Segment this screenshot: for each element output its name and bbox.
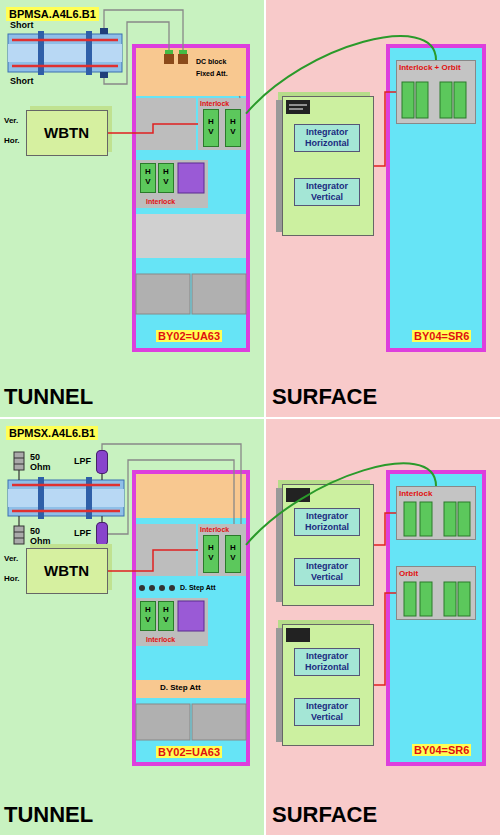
cable-connector — [374, 513, 396, 545]
tunnel-region: TUNNEL BPMSA.A4L6.B1BY02=UA63 DC blockFixe… — [0, 0, 264, 417]
node-text: H V — [158, 601, 174, 631]
attenuator-panel: DC blockFixed Att. — [136, 48, 246, 96]
node-text: Ver. — [4, 116, 18, 125]
node-text: BY04=SR6 — [412, 330, 471, 342]
node-text: WBTN — [44, 124, 89, 141]
pickup-bottom — [8, 477, 124, 519]
node-text: Hor. — [4, 574, 20, 583]
rack: BY04=SR6 Interlock + Orbit — [386, 44, 486, 352]
integrator-card: Integrator HorizontalIntegrator Vertical — [282, 624, 374, 746]
node-text: Hor. — [4, 136, 20, 145]
node-text: Interlock — [399, 489, 432, 498]
cable-connector — [374, 92, 396, 166]
node-text: BPMSX.A4L6.B1 — [6, 426, 98, 440]
node-text: Interlock — [146, 635, 175, 644]
node-text: BY02=UA63 — [156, 330, 222, 342]
lpf-filter: LPF — [96, 522, 108, 546]
node-text: Integrator Horizontal — [294, 508, 360, 536]
node-text: LPF — [74, 528, 91, 538]
device-tag: BPMSX.A4L6.B1 — [6, 423, 98, 441]
node-text: Integrator Vertical — [294, 698, 360, 726]
node-text: WBTN — [44, 562, 89, 579]
label-text: Short — [10, 20, 34, 30]
label-text: D. Step Att — [180, 584, 216, 591]
node-text: TUNNEL — [4, 802, 93, 828]
node-text: DC block — [196, 57, 226, 66]
node-text: LPF — [74, 456, 91, 466]
tunnel-region: TUNNEL BPMSX.A4L6.B1LPF LPF BY02=UA63 Interl… — [0, 419, 264, 835]
node-text: H V — [158, 163, 174, 193]
integrator-card: Integrator HorizontalIntegrator Vertical — [282, 484, 374, 606]
node-text: H V — [203, 535, 219, 573]
node-text: Orbit — [399, 569, 418, 578]
interlock-module: H VH V Interlock — [136, 160, 208, 208]
cable-connector — [246, 463, 436, 544]
rack: BY02=UA63InterlockH VH VH VH VInterlockD… — [132, 470, 250, 766]
receiver-panel: Interlock + Orbit — [396, 60, 476, 124]
node-text: Interlock + Orbit — [399, 63, 461, 72]
cable-connector — [246, 36, 436, 113]
node-text: H V — [140, 163, 156, 193]
surface-region: SURFACEIntegrator HorizontalIntegrator V… — [266, 419, 500, 835]
node-text: Fixed Att. — [196, 69, 228, 78]
step-attenuator: D. Step Att — [136, 680, 246, 698]
receiver-panel: Interlock — [396, 486, 476, 540]
integrator-card: Integrator HorizontalIntegrator Vertical — [282, 96, 374, 236]
node-text: BPMSA.A4L6.B1 — [6, 7, 99, 21]
node-text: Integrator Vertical — [294, 558, 360, 586]
label-text: 50 Ohm — [30, 452, 56, 472]
node-text: TUNNEL — [4, 384, 93, 410]
node-text: H V — [140, 601, 156, 631]
rack: BY04=SR6 InterlockOrbit — [386, 470, 486, 766]
cable-connector — [108, 124, 198, 133]
node-text: Interlock — [200, 99, 229, 108]
receiver-panel: Orbit — [396, 566, 476, 620]
node-text: Interlock — [146, 197, 175, 206]
label-text: Short — [10, 76, 34, 86]
lpf-filter: LPF — [96, 450, 108, 474]
interlock-card: InterlockH V H V — [198, 98, 246, 150]
cable-connector — [108, 550, 198, 571]
node-text: SURFACE — [272, 802, 377, 828]
node-text: Interlock — [200, 525, 229, 534]
node-text: Integrator Horizontal — [294, 648, 360, 676]
pickup-top — [8, 28, 122, 78]
node-text: D. Step Att — [160, 683, 201, 692]
cable-connector — [374, 593, 396, 685]
node-text: Integrator Vertical — [294, 178, 360, 206]
interlock-card: InterlockH V H V — [198, 524, 246, 576]
cable-connector — [102, 444, 241, 524]
label-text: 50 Ohm — [30, 526, 56, 546]
node-text: BY02=UA63 — [156, 746, 222, 758]
signal-wires — [104, 10, 183, 84]
cable-connector — [239, 96, 241, 98]
rack: BY02=UA63DC blockFixed Att.InterlockH VH… — [132, 44, 250, 352]
resistor-symbol — [14, 452, 24, 544]
node-text: SURFACE — [272, 384, 377, 410]
wbtn-card: WBTNVer.Hor. — [26, 110, 108, 156]
surface-region: SURFACE Integrator HorizontalIntegrator V… — [266, 0, 500, 417]
cable-connector — [108, 460, 234, 534]
node-text: BY04=SR6 — [412, 744, 471, 756]
node-text: H V — [225, 109, 241, 147]
device-tag: BPMSA.A4L6.B1 — [6, 4, 99, 22]
node-text: Ver. — [4, 554, 18, 563]
node-text: Integrator Horizontal — [294, 124, 360, 152]
node-text: H V — [225, 535, 241, 573]
interlock-module: H VH V Interlock — [136, 598, 208, 646]
node-text: H V — [203, 109, 219, 147]
wbtn-card: WBTNVer.Hor. — [26, 548, 108, 594]
